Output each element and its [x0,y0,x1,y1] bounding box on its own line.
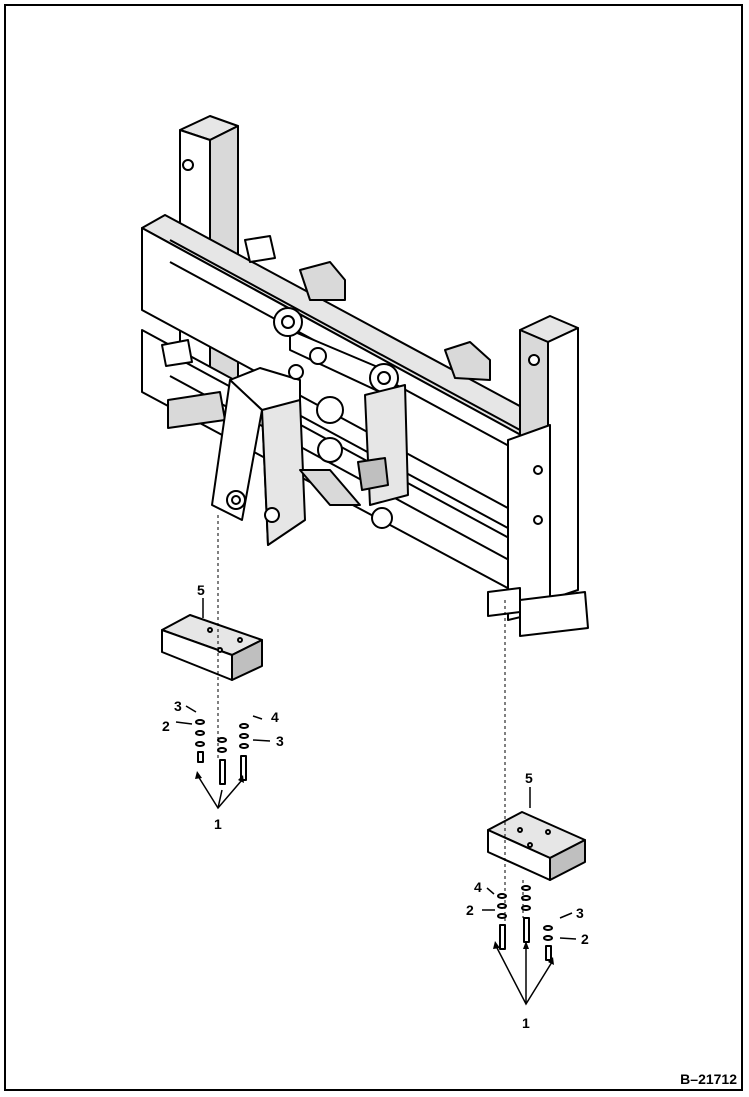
callout-right-washer-d: 2 [581,931,589,947]
callout-left-washer-d: 3 [276,733,284,749]
rear-bracket [161,235,491,381]
callout-left-bolt-group: 1 [214,816,222,832]
callout-left-washer-c: 4 [271,709,279,725]
right-upright-post [487,315,589,637]
drawing-frame [4,4,743,1091]
figure-id: B–21712 [680,1071,737,1087]
callout-right-washer-b: 2 [466,902,474,918]
right-hardware [497,885,553,961]
callout-right-bolt-group: 1 [522,1015,530,1031]
callout-left-washer-b: 2 [162,718,170,734]
leader-lines [175,598,577,1006]
callout-left-washer-a: 3 [174,698,182,714]
left-hardware [195,719,249,785]
pivot-linkage-assembly [211,307,409,546]
right-counterweight [487,811,586,881]
alignment-lines [217,515,524,925]
callout-right-weight: 5 [525,770,533,786]
arrowheads [195,771,554,965]
left-counterweight [161,614,263,681]
callout-right-washer-c: 3 [576,905,584,921]
main-crossbar [141,214,556,601]
callout-left-weight: 5 [197,582,205,598]
callout-right-washer-a: 4 [474,879,482,895]
